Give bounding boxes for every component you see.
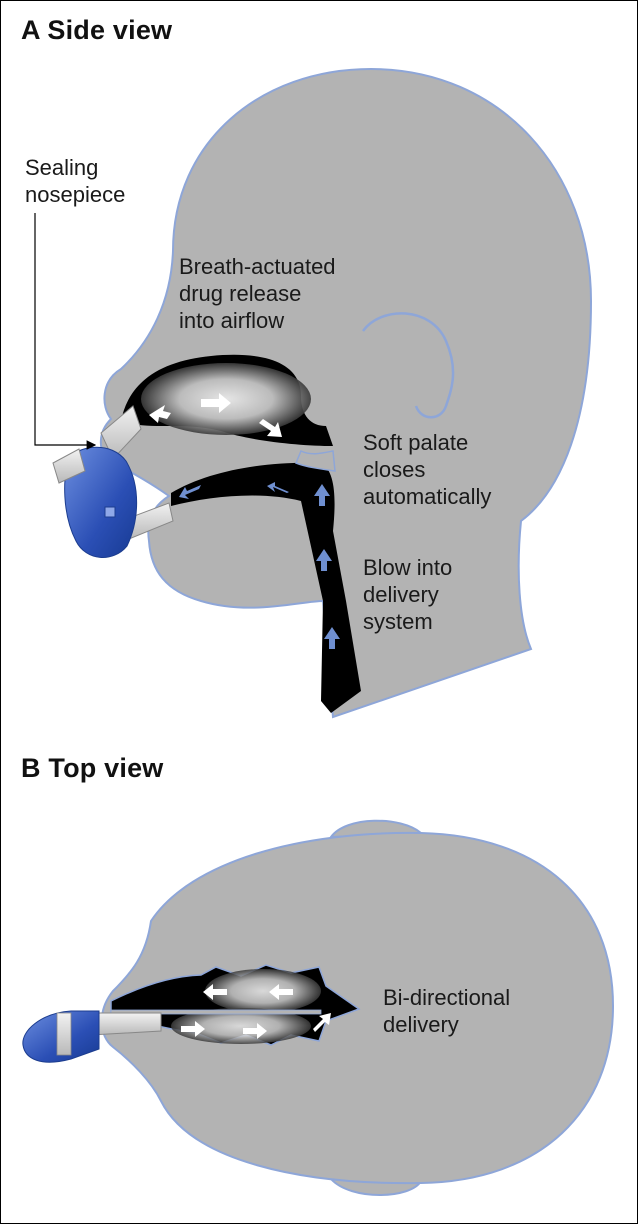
arrow-turn — [313, 1013, 331, 1032]
arrow-up-2 — [316, 549, 332, 571]
device-cap — [52, 448, 86, 484]
label-soft-palate: Soft palate closes automatically — [363, 429, 491, 510]
arrow-cloud-right — [201, 393, 231, 413]
label-line: system — [363, 609, 433, 634]
leader-line — [34, 213, 97, 450]
label-line: closes — [363, 457, 426, 482]
label-line: automatically — [363, 484, 492, 509]
arrow-throat-left-1 — [179, 485, 201, 499]
ear-outline — [361, 312, 455, 419]
panel-a-heading: A Side view — [21, 15, 173, 45]
drug-cloud-bottom — [171, 1008, 311, 1044]
label-line: nosepiece — [25, 182, 126, 207]
panel-b-heading: B Top view — [21, 753, 164, 783]
label-line: drug release — [179, 281, 302, 306]
soft-palate — [295, 449, 336, 472]
arrow-up-1 — [314, 484, 330, 506]
arrow-top-left-2 — [269, 984, 293, 1000]
flow-arrows-side — [149, 393, 340, 649]
label-bidirectional: Bi-directional delivery — [383, 984, 510, 1038]
arrow-bottom-right-2 — [243, 1023, 267, 1039]
label-line: into airflow — [179, 308, 285, 333]
label-line: delivery — [383, 1012, 459, 1037]
label-line: delivery — [363, 582, 439, 607]
label-line: Soft palate — [363, 430, 469, 455]
delivery-device-side — [52, 405, 174, 558]
label-line: Blow into — [363, 555, 453, 580]
label-line: Sealing — [25, 155, 99, 180]
septum — [110, 1009, 322, 1015]
throat-airway — [171, 462, 361, 713]
label-blow-into: Blow into delivery system — [363, 554, 452, 635]
drug-cloud-top — [205, 969, 321, 1013]
arrow-bottom-right-1 — [181, 1021, 205, 1037]
side-view-head — [99, 67, 593, 719]
label-line: Breath-actuated — [179, 254, 336, 279]
label-line: Bi-directional — [383, 985, 511, 1010]
device-body — [64, 446, 138, 558]
top-view-airway — [110, 964, 361, 1046]
device-button — [104, 506, 116, 518]
arrow-throat-left-2 — [267, 482, 289, 493]
nosepiece-leader — [34, 213, 97, 450]
arrow-top-left-1 — [203, 984, 227, 1000]
label-sealing-nosepiece: Sealing nosepiece — [25, 154, 125, 208]
delivery-device-top — [22, 1010, 162, 1063]
head-silhouette — [99, 67, 593, 719]
arrow-in-nose — [149, 405, 171, 423]
arrow-up-3 — [324, 627, 340, 649]
device-top-mouthpiece — [90, 1012, 162, 1036]
label-drug-release: Breath-actuated drug release into airflo… — [179, 253, 336, 334]
device-top-band — [56, 1012, 72, 1056]
arrow-cloud-down — [259, 419, 282, 437]
